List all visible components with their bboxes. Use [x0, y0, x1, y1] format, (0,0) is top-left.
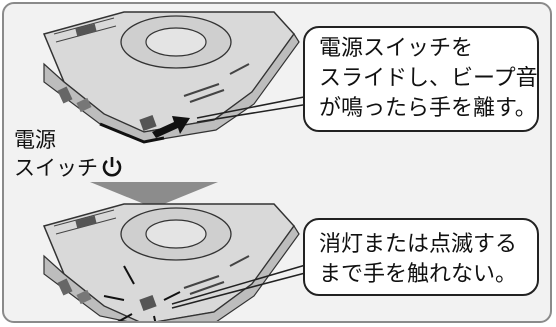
- laptop-illustration: [42, 11, 310, 321]
- down-triangle-icon: [90, 182, 218, 208]
- callout-line: スライドし、ビープ音: [319, 66, 538, 91]
- arrow-right-icon: [152, 116, 190, 138]
- switch-label-line2: スイッチ: [14, 156, 98, 180]
- callout-slide-switch: 電源スイッチを スライドし、ビープ音 が鳴ったら手を離す。: [303, 26, 539, 132]
- callout-line: まで手を触れない。: [319, 262, 518, 287]
- callout-line: 電源スイッチを: [319, 36, 474, 61]
- callout-line: が鳴ったら手を離す。: [319, 96, 537, 121]
- laptop-top-image: [42, 11, 300, 144]
- instruction-panel: 電源スイッチを スライドし、ビープ音 が鳴ったら手を離す。 消灯または点滅する …: [2, 2, 552, 323]
- callout-line: 消灯または点滅する: [319, 232, 518, 257]
- flash-rays-icon: [103, 265, 181, 321]
- callout-do-not-touch: 消灯または点滅する まで手を触れない。: [303, 218, 539, 296]
- power-icon: [102, 157, 122, 177]
- power-switch-label: 電源 スイッチ: [14, 126, 124, 182]
- switch-label-line1: 電源: [14, 128, 56, 152]
- laptop-bottom-image: [42, 203, 300, 321]
- callout-pointer: [196, 95, 310, 119]
